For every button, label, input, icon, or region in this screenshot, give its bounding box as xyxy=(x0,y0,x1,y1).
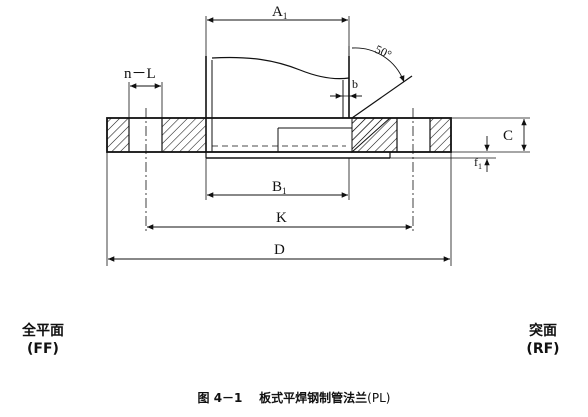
f1-label: f1 xyxy=(474,155,482,171)
weld-bead xyxy=(351,117,392,154)
raised-face-code: (RF) xyxy=(526,341,560,357)
flat-face-name: 全平面 xyxy=(22,323,64,339)
left-section-hatch-inner xyxy=(162,118,206,152)
right-section-hatch-outer xyxy=(430,118,451,152)
raised-face-name: 突面 xyxy=(529,323,557,339)
bevel-line xyxy=(351,75,413,119)
figure-title: 板式平焊钢制管法兰 xyxy=(259,391,368,405)
figure-code: (PL) xyxy=(367,391,391,405)
flat-face-label: 全平面 (FF) xyxy=(8,322,78,358)
k-label: K xyxy=(276,210,287,226)
b1-label: B1 xyxy=(272,179,287,196)
d-label: D xyxy=(274,242,285,258)
figure-number: 图 4－1 xyxy=(197,391,243,405)
flat-face-code: (FF) xyxy=(27,341,59,357)
figure-caption: 图 4－1 板式平焊钢制管法兰(PL) xyxy=(0,389,588,406)
c-label: C xyxy=(503,128,513,144)
left-section-hatch-outer xyxy=(107,118,129,152)
angle-arc xyxy=(351,47,405,83)
n-l-label: n－L xyxy=(124,66,156,82)
flange-plate-outline xyxy=(106,117,452,153)
pipe-break-line xyxy=(211,56,350,80)
angle-label: 50° xyxy=(373,42,394,62)
raised-face-label: 突面 (RF) xyxy=(510,322,576,358)
a1-label: A1 xyxy=(272,4,287,21)
b-label: b xyxy=(352,77,358,91)
